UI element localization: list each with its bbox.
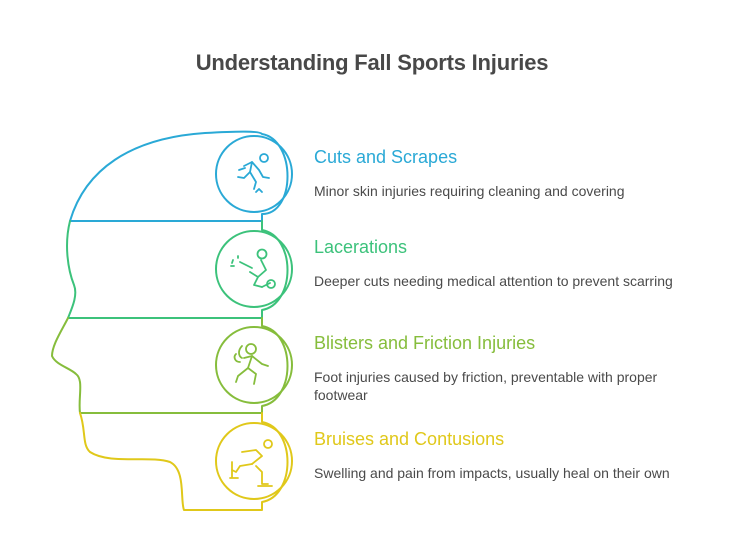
item-heading: Cuts and Scrapes [314,147,458,167]
head-segment-2 [66,220,293,319]
head-segment-1 [69,130,293,222]
icon-circle-3 [215,326,293,404]
item-description: Swelling and pain from impacts, usually … [314,465,670,481]
icon-circle-1 [215,135,293,213]
injury-item-2: Lacerations Deeper cuts needing medical … [314,236,704,290]
item-description: Deeper cuts needing medical attention to… [314,273,673,289]
item-heading: Lacerations [314,237,408,257]
item-heading: Blisters and Friction Injuries [314,333,536,353]
icon-circle-4 [215,422,293,500]
item-description: Foot injuries caused by friction, preven… [314,369,658,403]
injury-item-3: Blisters and Friction Injuries Foot inju… [314,332,704,404]
diagram-title: Understanding Fall Sports Injuries [195,50,549,75]
head-segment-4 [79,412,293,511]
injury-item-4: Bruises and Contusions Swelling and pain… [314,428,704,482]
item-description: Minor skin injuries requiring cleaning a… [314,183,625,199]
injured-player-icon [230,248,276,289]
item-heading: Bruises and Contusions [314,429,505,449]
icon-circle-2 [215,230,293,308]
head-segment-3 [51,317,293,414]
injury-item-1: Cuts and Scrapes Minor skin injuries req… [314,146,704,200]
falling-runner-icon [237,153,270,193]
skater-icon [229,439,273,487]
running-person-icon [233,343,269,385]
